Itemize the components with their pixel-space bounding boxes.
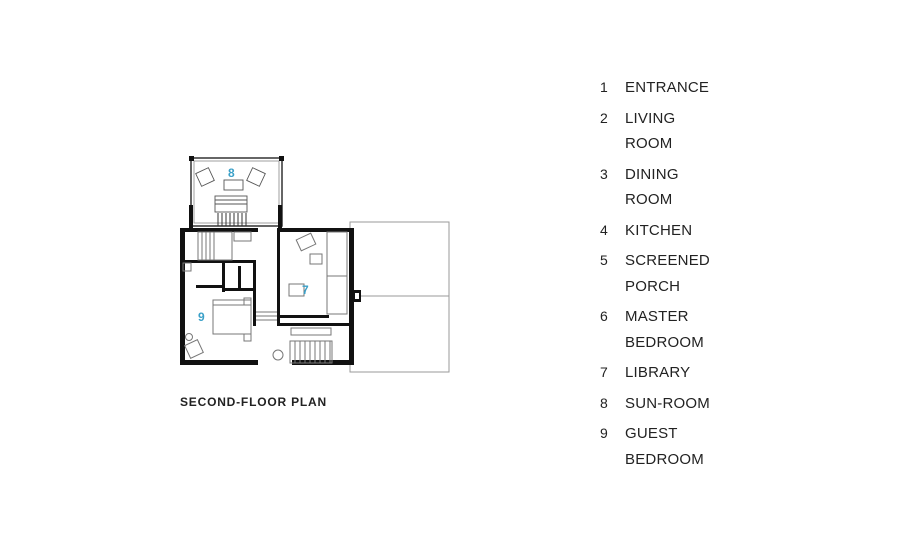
main-walls: [180, 205, 361, 365]
legend-number: 3: [600, 165, 608, 182]
chimney-core: [355, 293, 359, 299]
legend-item: 1 ENTRANCE: [600, 75, 820, 101]
legend-number: 7: [600, 364, 608, 380]
legend-number: 5: [600, 252, 608, 268]
legend-label: KITCHEN: [625, 221, 693, 239]
legend-label: LIVING ROOM: [625, 109, 676, 153]
legend-number: 2: [600, 109, 608, 126]
legend-number: 6: [600, 308, 608, 324]
room-number-labels: 8 7 9: [198, 166, 309, 324]
legend-label: LIBRARY: [625, 364, 691, 381]
legend-item: 3 DINING ROOM: [600, 162, 820, 213]
room-number-9: 9: [198, 310, 205, 324]
room-legend: 1 ENTRANCE 2 LIVING ROOM 3 DINING ROOM 4…: [600, 75, 820, 477]
interior-lines: [182, 231, 348, 364]
legend-item: 7 LIBRARY: [600, 360, 820, 386]
legend-number: 9: [600, 425, 608, 441]
roof-outline: [349, 221, 450, 373]
legend-number: 1: [600, 79, 608, 95]
legend-label: ENTRANCE: [625, 79, 710, 96]
legend-label: DINING ROOM: [625, 165, 679, 209]
legend-item: 5 SCREENED PORCH: [600, 248, 820, 299]
legend-label: SUN-ROOM: [625, 394, 710, 412]
sun-room-furniture: [195, 167, 266, 213]
legend-label: MASTER BEDROOM: [625, 308, 704, 351]
sun-room-stair: [217, 213, 247, 226]
legend-item: 6 MASTER BEDROOM: [600, 304, 820, 355]
sun-room-posts: [189, 156, 284, 161]
sun-room-walls: [190, 157, 283, 227]
plan-caption: SECOND-FLOOR PLAN: [180, 395, 327, 409]
legend-label: GUEST BEDROOM: [625, 425, 704, 468]
legend-number: 8: [600, 394, 608, 411]
legend-item: 4 KITCHEN: [600, 218, 820, 244]
room-number-8: 8: [228, 166, 235, 180]
legend-item: 9 GUEST BEDROOM: [600, 421, 820, 472]
legend-item: 2 LIVING ROOM: [600, 106, 820, 157]
legend-item: 8 SUN-ROOM: [600, 391, 820, 417]
legend-number: 4: [600, 221, 608, 238]
room-number-7: 7: [302, 283, 309, 297]
legend-label: SCREENED PORCH: [625, 252, 710, 295]
